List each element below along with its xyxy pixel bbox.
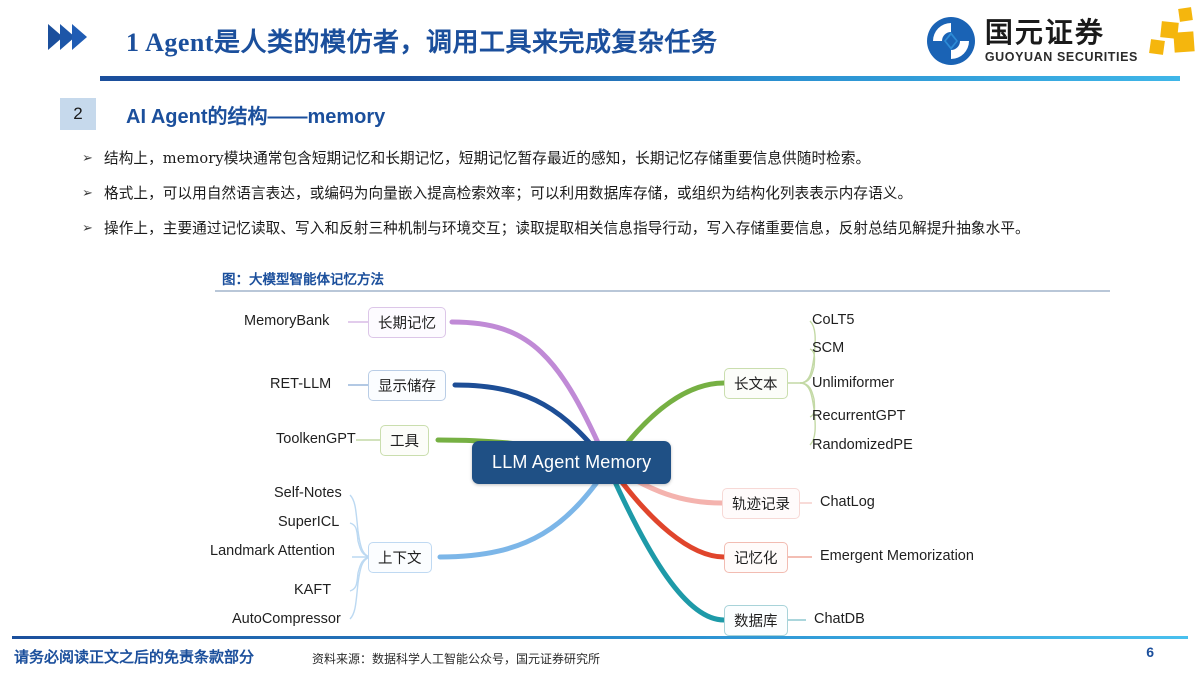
mindmap-leaf-ret-llm[interactable]: RET-LLM <box>270 376 332 392</box>
mindmap-node-trajectory-log[interactable]: 轨迹记录 <box>722 488 800 519</box>
slide-header: 1 Agent是人类的模仿者，调用工具来完成复杂任务 国元证券 GUOYUAN … <box>0 0 1200 88</box>
mindmap-leaf-chatlog[interactable]: ChatLog <box>820 494 875 510</box>
footer-disclaimer: 请务必阅读正文之后的免责条款部分 <box>14 648 255 666</box>
triple-chevron-right-icon <box>48 24 87 50</box>
mindmap-node-long-text[interactable]: 长文本 <box>724 368 788 399</box>
mindmap-node-tools[interactable]: 工具 <box>380 425 429 456</box>
mindmap-node-database[interactable]: 数据库 <box>724 605 788 636</box>
mindmap-leaf-autocompressor[interactable]: AutoCompressor <box>232 611 341 627</box>
bullet-arrow-icon: ➢ <box>82 220 93 235</box>
bullet-arrow-icon: ➢ <box>82 150 93 165</box>
mindmap-node-memorization[interactable]: 记忆化 <box>724 542 788 573</box>
bullet-text: 格式上，可以用自然语言表达，或编码为向量嵌入提高检索效率；可以利用数据库存储，或… <box>104 185 913 202</box>
bullet-text: 结构上，memory模块通常包含短期记忆和长期记忆，短期记忆暂存最近的感知，长期… <box>104 150 871 167</box>
figure-title: 图：大模型智能体记忆方法 <box>222 272 384 288</box>
guoyuan-circle-diamond-logo-icon <box>925 15 977 67</box>
list-item: ➢ 结构上，memory模块通常包含短期记忆和长期记忆，短期记忆暂存最近的感知，… <box>82 146 1142 172</box>
mindmap-leaf-chatdb[interactable]: ChatDB <box>814 611 865 627</box>
bullet-text: 操作上，主要通过记忆读取、写入和反射三种机制与环境交互；读取提取相关信息指导行动… <box>104 220 1030 237</box>
logo-name-cn: 国元证券 <box>984 15 1105 49</box>
bullet-arrow-icon: ➢ <box>82 185 93 200</box>
footer-divider <box>12 636 1188 639</box>
section-title: AI Agent的结构——memory <box>126 105 386 128</box>
mindmap-leaf-supericl[interactable]: SuperICL <box>278 514 340 530</box>
logo-accent-squares-icon <box>1142 6 1195 64</box>
mindmap-leaf-randomizedpe[interactable]: RandomizedPE <box>812 437 913 453</box>
header-divider <box>100 76 1180 81</box>
footer-source: 资料来源：数据科学人工智能公众号，国元证券研究所 <box>312 652 601 666</box>
mindmap-leaf-recurrentgpt[interactable]: RecurrentGPT <box>812 408 906 424</box>
page-number: 6 <box>1146 644 1154 660</box>
logo-name-en: GUOYUAN SECURITIES <box>984 49 1138 64</box>
section-header: 2 AI Agent的结构——memory <box>60 98 385 130</box>
mindmap-leaf-kaft[interactable]: KAFT <box>294 582 332 598</box>
mindmap-node-explicit-storage[interactable]: 显示储存 <box>368 370 446 401</box>
mindmap-node-long-term-memory[interactable]: 长期记忆 <box>368 307 446 338</box>
mindmap-leaf-unlimiformer[interactable]: Unlimiformer <box>812 375 895 391</box>
list-item: ➢ 操作上，主要通过记忆读取、写入和反射三种机制与环境交互；读取提取相关信息指导… <box>82 216 1142 242</box>
section-number: 2 <box>60 98 96 130</box>
mindmap-leaf-landmark-attention[interactable]: Landmark Attention <box>210 543 335 559</box>
bullet-list: ➢ 结构上，memory模块通常包含短期记忆和长期记忆，短期记忆暂存最近的感知，… <box>82 146 1142 251</box>
list-item: ➢ 格式上，可以用自然语言表达，或编码为向量嵌入提高检索效率；可以利用数据库存储… <box>82 181 1142 207</box>
page-title: 1 Agent是人类的模仿者，调用工具来完成复杂任务 <box>126 28 718 57</box>
mindmap-leaf-scm[interactable]: SCM <box>812 340 845 356</box>
mindmap-leaf-self-notes[interactable]: Self-Notes <box>274 485 342 501</box>
mindmap-leaf-toolkengpt[interactable]: ToolkenGPT <box>276 431 356 447</box>
mindmap-node-context[interactable]: 上下文 <box>368 542 432 573</box>
mindmap-leaf-emergent-memorization[interactable]: Emergent Memorization <box>820 548 974 564</box>
mindmap-leaf-memorybank[interactable]: MemoryBank <box>244 313 330 329</box>
figure-divider <box>215 290 1110 292</box>
mindmap-leaf-colt5[interactable]: CoLT5 <box>812 312 855 328</box>
mindmap-figure: LLM Agent Memory 长期记忆 显示储存 工具 上下文 Memory… <box>200 295 1100 640</box>
company-logo: 国元证券 GUOYUAN SECURITIES <box>925 10 1138 72</box>
mindmap-center-node[interactable]: LLM Agent Memory <box>472 441 672 484</box>
